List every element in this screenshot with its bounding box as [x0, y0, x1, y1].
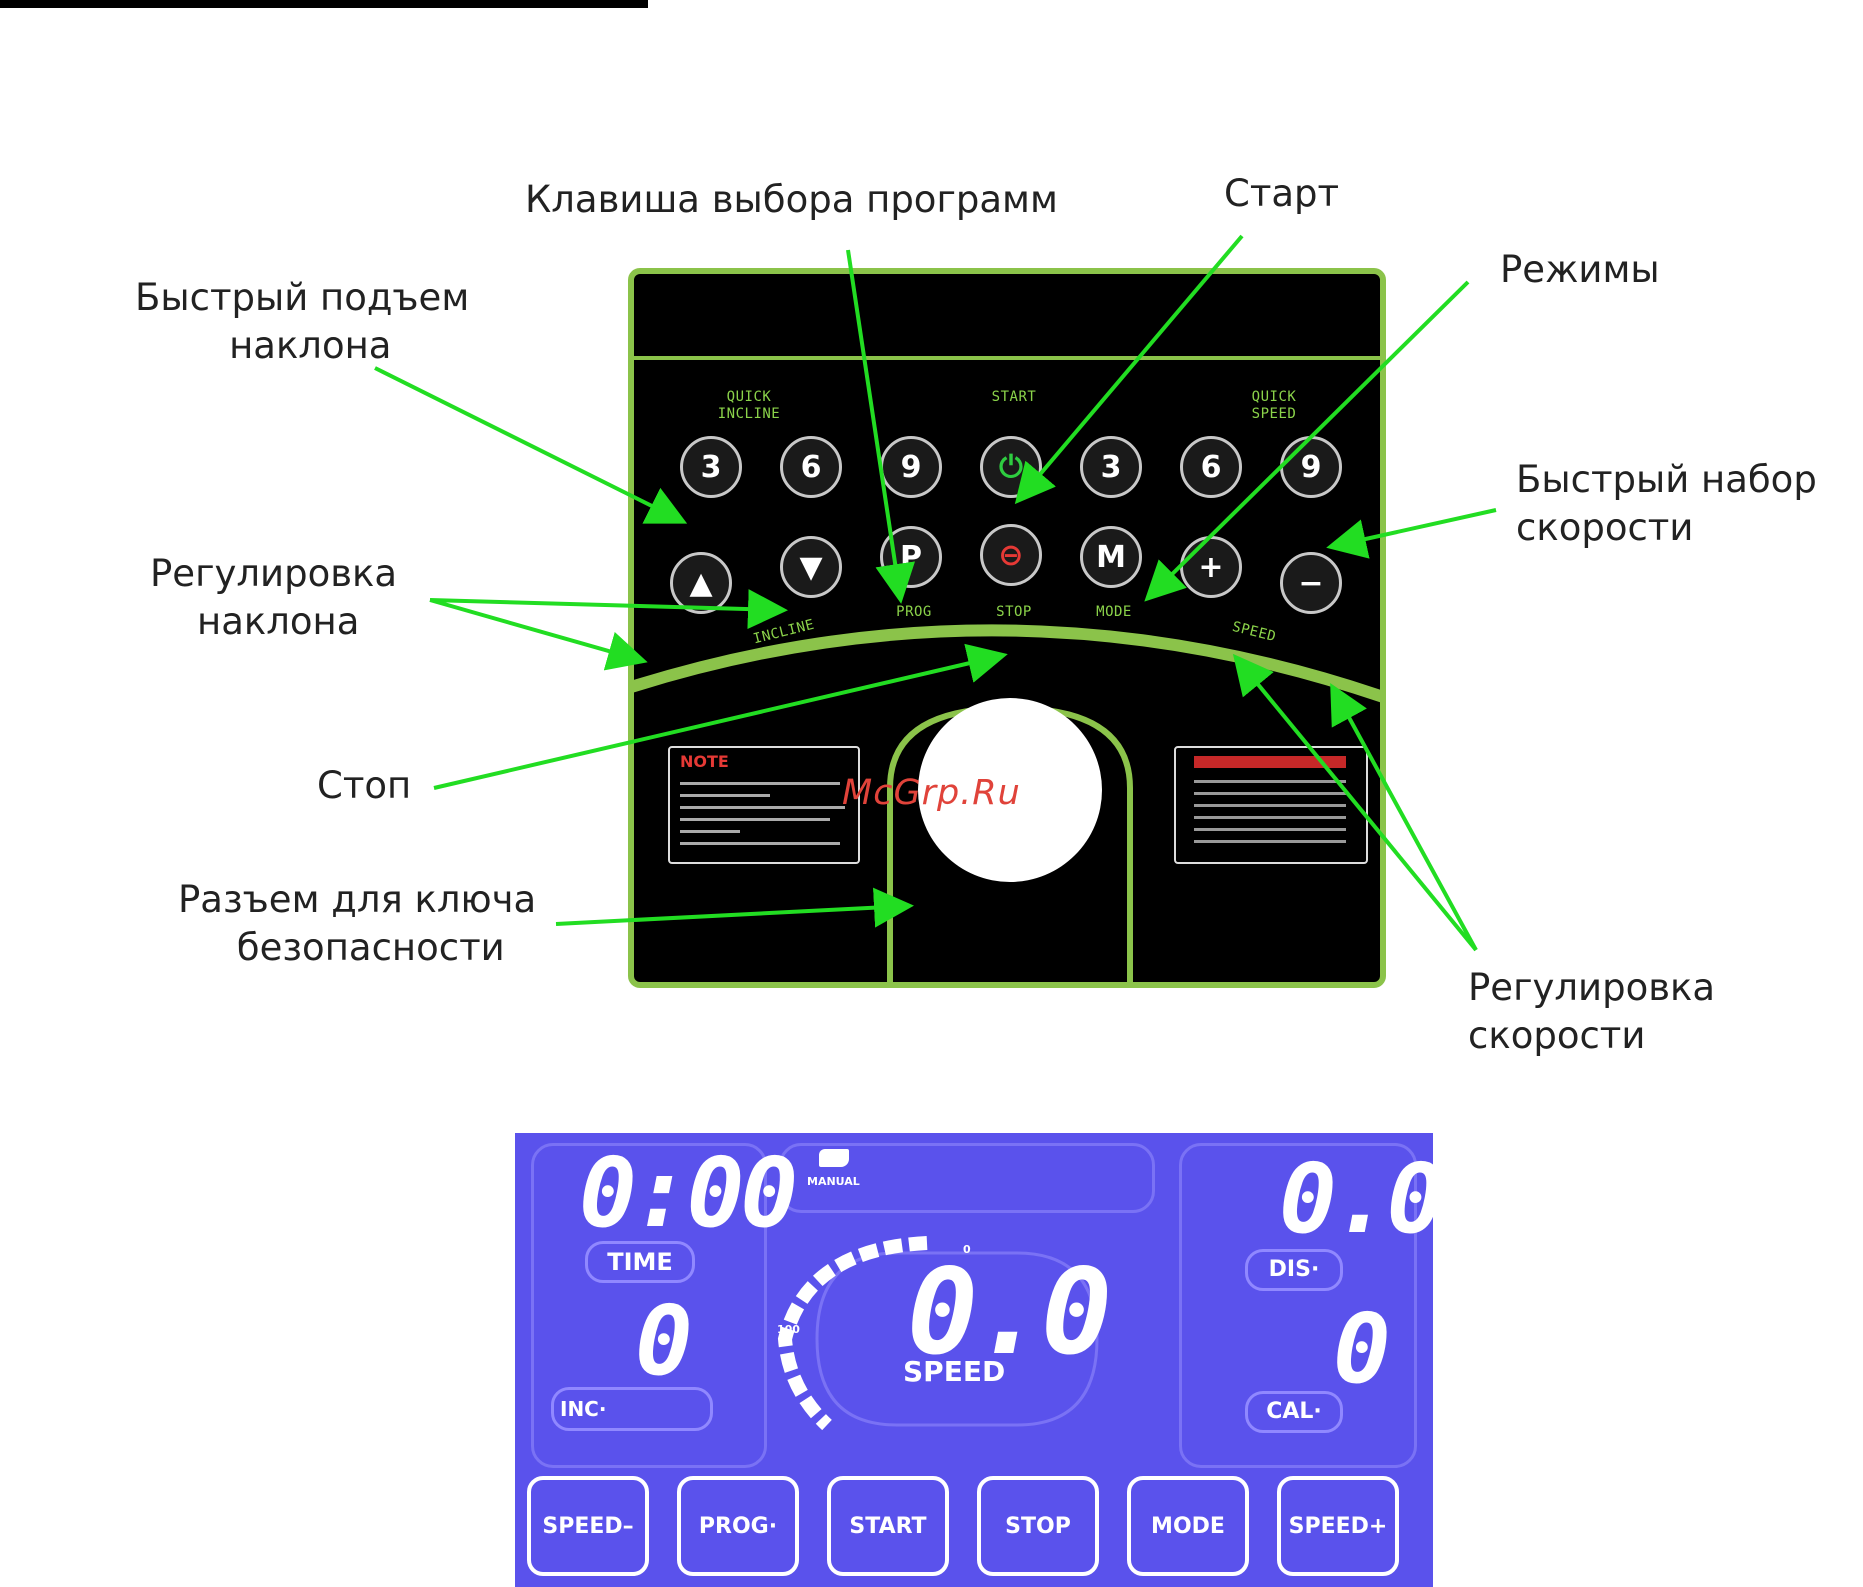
distance-label: DIS· — [1245, 1249, 1343, 1291]
speed-gauge — [777, 1236, 1099, 1431]
console-divider — [634, 356, 1380, 360]
note-title: NOTE — [680, 752, 729, 771]
callout-program-key: Клавиша выбора программ — [525, 178, 1058, 221]
calories-label: CAL· — [1245, 1391, 1343, 1433]
quick-incline-6-button[interactable]: 6 — [780, 436, 842, 498]
lcd-prog-button[interactable]: PROG· — [677, 1476, 799, 1576]
calories-value: 0 — [1333, 1293, 1391, 1405]
top-rule — [0, 0, 648, 8]
console-graphics — [634, 624, 1380, 982]
console-panel: QUICK INCLINE START QUICK SPEED 3 6 9 ⏻ … — [628, 268, 1386, 988]
callout-incline-adjust: Регулировка наклона — [150, 552, 398, 644]
distance-value: 0.0 — [1279, 1143, 1433, 1255]
lcd-mode-button[interactable]: MODE — [1127, 1476, 1249, 1576]
lcd-speed-up-button[interactable]: SPEED+ — [1277, 1476, 1399, 1576]
lcd-speed-down-button[interactable]: SPEED– — [527, 1476, 649, 1576]
gauge-min: 0 — [963, 1243, 971, 1256]
lcd-display: 0:00 TIME 0 INC· MANUAL 0 100 0.0 SPEED … — [515, 1133, 1433, 1587]
speed-value: 0.0 — [907, 1243, 1112, 1381]
callout-quick-speed: Быстрый набор скорости — [1516, 458, 1817, 550]
stop-label: STOP — [996, 604, 1032, 620]
gauge-max: 100 — [777, 1323, 800, 1336]
time-label: TIME — [585, 1241, 695, 1283]
lcd-right-box — [1179, 1143, 1417, 1468]
callout-stop: Стоп — [317, 764, 412, 807]
lcd-start-button[interactable]: START — [827, 1476, 949, 1576]
speed-label-lcd: SPEED — [903, 1355, 1006, 1388]
stop-button[interactable]: ⊖ — [980, 524, 1042, 586]
hand-icon — [819, 1149, 849, 1167]
callout-safety-key: Разъем для ключа безопасности — [178, 878, 537, 970]
lcd-left-box — [531, 1143, 767, 1468]
incline-down-button[interactable]: ▼ — [780, 536, 842, 598]
lcd-program-box — [779, 1143, 1155, 1213]
lcd-stop-button[interactable]: STOP — [977, 1476, 1099, 1576]
callout-speed-adjust: Регулировка скорости — [1468, 966, 1716, 1058]
quick-incline-3-button[interactable]: 3 — [680, 436, 742, 498]
note-sticker: NOTE — [668, 746, 860, 864]
callout-modes: Режимы — [1500, 248, 1660, 291]
quick-incline-label: QUICK INCLINE — [717, 389, 781, 422]
incline-value: 0 — [635, 1285, 693, 1397]
callout-quick-incline: Быстрый подъем наклона — [135, 276, 470, 368]
manual-label: MANUAL — [807, 1175, 860, 1188]
time-value: 0:00 — [579, 1137, 798, 1249]
mode-label: MODE — [1096, 604, 1132, 620]
prog-label: PROG — [896, 604, 932, 620]
watermark: McGrp.Ru — [842, 773, 1021, 813]
mode-button[interactable]: M — [1080, 526, 1142, 588]
callout-start: Старт — [1224, 172, 1340, 215]
incline-label-lcd: INC· — [551, 1387, 713, 1431]
program-table-sticker — [1174, 746, 1368, 864]
